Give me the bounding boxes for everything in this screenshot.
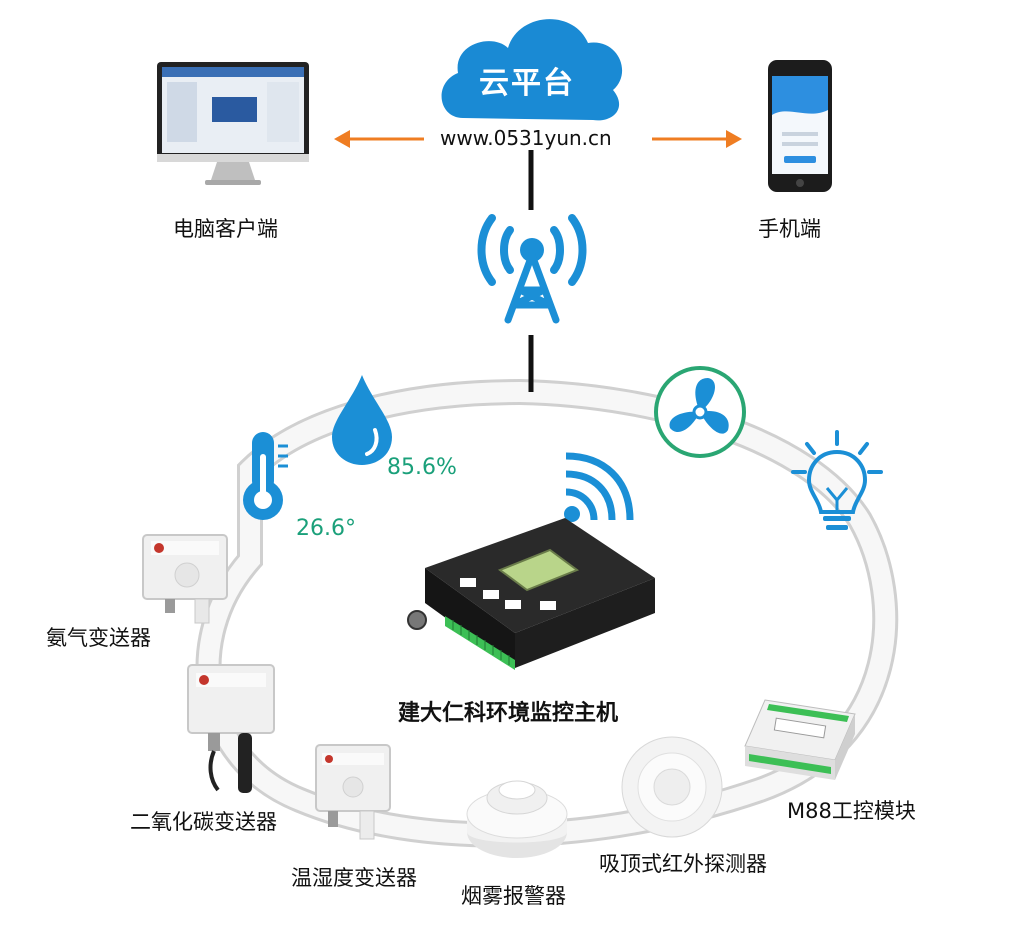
smoke-detector-device xyxy=(462,764,572,864)
mobile-client-label: 手机端 xyxy=(758,213,821,243)
temp-humidity-transmitter-label: 温湿度变送器 xyxy=(291,862,417,892)
cloud-url[interactable]: www.0531yun.cn xyxy=(440,126,612,150)
m88-module-label: M88工控模块 xyxy=(787,795,916,825)
thermometer-icon xyxy=(234,432,294,522)
desktop-monitor-icon xyxy=(157,62,317,192)
water-drop-icon xyxy=(327,375,397,465)
light-bulb-icon xyxy=(787,430,887,540)
ammonia-transmitter-label: 氨气变送器 xyxy=(46,622,151,652)
infrared-detector-device xyxy=(620,735,730,845)
ammonia-transmitter-device xyxy=(143,535,233,625)
wireless-tower-icon xyxy=(462,200,602,330)
humidity-reading: 85.6% xyxy=(387,455,457,480)
host-label: 建大仁科环境监控主机 xyxy=(398,695,618,727)
fan-icon xyxy=(652,364,748,460)
monitoring-host-device xyxy=(405,508,665,678)
pc-client-label: 电脑客户端 xyxy=(173,213,278,243)
smoke-detector-label: 烟雾报警器 xyxy=(461,880,566,910)
arrow-to-mobile xyxy=(652,124,752,154)
arrow-to-pc xyxy=(334,124,434,154)
co2-transmitter-device xyxy=(188,665,278,795)
infrared-detector-label: 吸顶式红外探测器 xyxy=(599,848,767,878)
cloud-title: 云平台 xyxy=(479,58,575,102)
temperature-reading: 26.6° xyxy=(296,516,356,541)
co2-transmitter-label: 二氧化碳变送器 xyxy=(130,806,277,836)
temp-humidity-transmitter-device xyxy=(316,745,396,855)
m88-module-device xyxy=(745,700,875,795)
mobile-phone-icon xyxy=(768,60,838,195)
